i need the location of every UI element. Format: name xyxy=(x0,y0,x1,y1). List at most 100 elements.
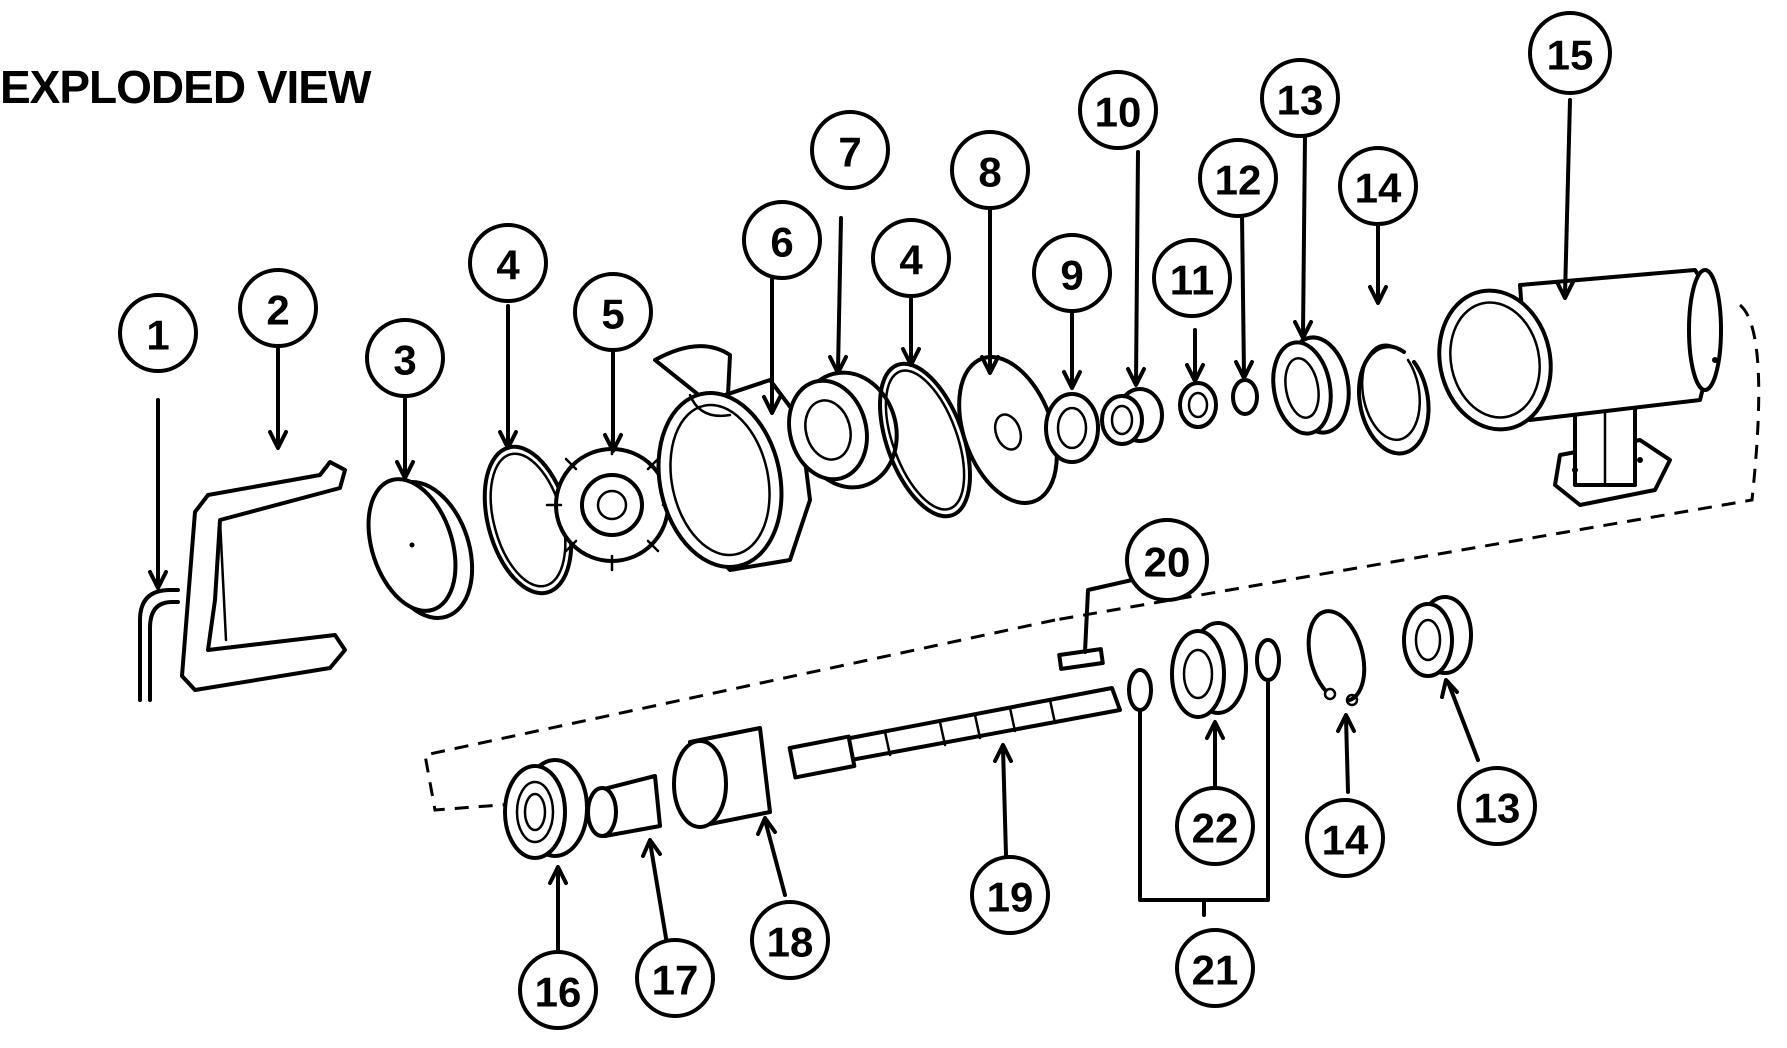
callout-label: 4 xyxy=(496,242,520,289)
callout-c8: 8 xyxy=(950,130,1030,210)
part-17-sleeve xyxy=(586,774,662,838)
part-18-spacer xyxy=(672,726,772,829)
callout-label: 18 xyxy=(767,919,814,966)
callout-c22: 22 xyxy=(1175,786,1255,866)
part-11-washer xyxy=(1178,381,1218,429)
callout-circle xyxy=(1457,766,1537,846)
part-1-hex-key xyxy=(138,588,180,702)
part-6-pump-body xyxy=(653,344,812,572)
callout-circle xyxy=(1152,238,1232,318)
part-7-wear-plate xyxy=(787,370,899,490)
callout-label: 16 xyxy=(535,969,582,1016)
callout-circle xyxy=(468,223,548,303)
callout-label: 5 xyxy=(601,291,624,338)
callout-circle xyxy=(950,130,1030,210)
callout-circle xyxy=(1175,786,1255,866)
callout-circle xyxy=(1198,138,1278,218)
callout-label: 8 xyxy=(978,149,1001,196)
callout-circle xyxy=(970,855,1050,935)
part-10-seal-assembly xyxy=(1100,387,1164,446)
callout-c13b: 13 xyxy=(1457,766,1537,846)
callout-circle xyxy=(238,268,318,348)
callout-c17: 17 xyxy=(635,938,715,1018)
callout-circle xyxy=(365,318,445,398)
part-14-snap-ring-bottom xyxy=(1306,609,1367,707)
callout-c3: 3 xyxy=(365,318,445,398)
callout-label: 3 xyxy=(393,337,416,384)
callout-c6: 6 xyxy=(742,200,822,280)
callout-label: 19 xyxy=(987,874,1034,921)
callout-c14b: 14 xyxy=(1305,798,1385,878)
callout-label: 10 xyxy=(1095,89,1142,136)
callout-c14a: 14 xyxy=(1338,146,1418,226)
part-2-clamp xyxy=(180,460,347,692)
callout-c20: 20 xyxy=(1125,518,1209,602)
callout-c13a: 13 xyxy=(1260,58,1340,138)
callout-circle xyxy=(573,272,653,352)
callout-circle xyxy=(1032,233,1112,313)
callout-label: 13 xyxy=(1277,77,1324,124)
part-19-shaft xyxy=(787,686,1122,780)
callout-label: 6 xyxy=(770,219,793,266)
callout-label: 13 xyxy=(1474,785,1521,832)
part-12-ring xyxy=(1231,378,1259,416)
callout-circle xyxy=(1078,70,1158,150)
callout-circle xyxy=(750,900,830,980)
callout-c12: 12 xyxy=(1198,138,1278,218)
assembly-guide-line xyxy=(423,303,1761,812)
page-title: EXPLODED VIEW xyxy=(0,61,371,113)
callout-c2: 2 xyxy=(238,268,318,348)
callout-circle xyxy=(742,200,822,280)
callout-circle xyxy=(518,950,598,1030)
callout-circle xyxy=(1260,58,1340,138)
callout-circle xyxy=(1175,928,1255,1008)
callout-c7: 7 xyxy=(810,110,890,190)
part-9-seal xyxy=(1044,392,1100,464)
callout-label: 20 xyxy=(1144,539,1191,586)
part-13-bearing-top xyxy=(1271,335,1351,436)
callout-c11: 11 xyxy=(1152,238,1232,318)
callout-label: 14 xyxy=(1322,817,1369,864)
callout-label: 15 xyxy=(1547,32,1594,79)
part-15-bearing-frame xyxy=(1437,268,1723,507)
callout-c1: 1 xyxy=(118,293,198,373)
part-14-snap-ring-top xyxy=(1357,343,1431,456)
callout-label: 7 xyxy=(838,129,861,176)
callout-c16: 16 xyxy=(518,950,598,1030)
callout-circle xyxy=(810,110,890,190)
callout-c4a: 4 xyxy=(468,223,548,303)
callout-circle xyxy=(1305,798,1385,878)
callout-c18: 18 xyxy=(750,900,830,980)
part-20-key xyxy=(1057,647,1105,671)
part-13-bearing-bottom xyxy=(1402,595,1473,678)
part-22-bearing xyxy=(1170,621,1248,719)
callout-label: 12 xyxy=(1215,157,1262,204)
callout-label: 4 xyxy=(899,237,923,284)
part-16-bearing xyxy=(503,758,589,860)
callout-c4b: 4 xyxy=(871,218,951,298)
callout-label: 22 xyxy=(1192,805,1239,852)
leader-lines xyxy=(148,98,1575,957)
callout-label: 17 xyxy=(652,957,699,1004)
callout-label: 14 xyxy=(1355,165,1402,212)
callout-label: 21 xyxy=(1192,947,1239,994)
callout-c19: 19 xyxy=(970,855,1050,935)
callout-c10: 10 xyxy=(1078,70,1158,150)
callout-label: 1 xyxy=(146,312,169,359)
callout-label: 9 xyxy=(1060,252,1083,299)
callout-circle xyxy=(1338,146,1418,226)
callout-label: 11 xyxy=(1170,257,1214,304)
callout-circle xyxy=(1528,11,1612,95)
callout-circle xyxy=(1125,518,1209,602)
callout-circle xyxy=(118,293,198,373)
callout-c21: 21 xyxy=(1175,928,1255,1008)
callout-label: 2 xyxy=(266,287,289,334)
callout-c9: 9 xyxy=(1032,233,1112,313)
callout-circle xyxy=(635,938,715,1018)
part-3-cover xyxy=(366,477,475,620)
callout-circle xyxy=(871,218,951,298)
callout-c15: 15 xyxy=(1528,11,1612,95)
